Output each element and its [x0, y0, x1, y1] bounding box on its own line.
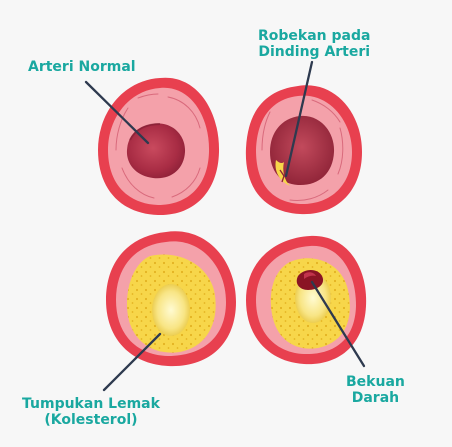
label-clot-line-1: Bekuan: [346, 374, 405, 390]
leader-lines: [84, 60, 366, 392]
artery-tear-crack: [279, 169, 285, 183]
label-tear-line-2: Dinding Arteri: [258, 44, 371, 60]
artery-tear-texture: [261, 99, 344, 201]
label-blood-clot: Bekuan Darah: [346, 374, 405, 406]
artery-tear-lumen: [270, 115, 335, 186]
label-fat-buildup: Tumpukan Lemak (Kolesterol): [22, 396, 160, 428]
artery-normal-texture: [115, 93, 201, 199]
leader-line-normal: [84, 80, 150, 145]
artery-plaque-lumen: [152, 284, 190, 336]
label-arterial-tear: Robekan pada Dinding Arteri: [258, 28, 370, 60]
artery-clot-blood: [296, 270, 324, 290]
leader-line-clot: [310, 280, 366, 368]
label-normal-line-1: Arteri Normal: [28, 59, 136, 75]
artery-clot: [246, 235, 367, 365]
label-normal-artery: Arteri Normal: [28, 59, 136, 75]
label-clot-line-2: Darah: [351, 390, 400, 406]
artery-clot-highlight: [304, 272, 316, 279]
label-fat-line-1: Tumpukan Lemak: [22, 396, 160, 412]
label-fat-line-2: (Kolesterol): [44, 412, 138, 428]
label-tear-line-1: Robekan pada: [258, 28, 371, 44]
leader-line-tear: [284, 60, 314, 178]
artery-normal-lumen-shadow: [129, 123, 161, 141]
artery-plaque: [106, 231, 236, 367]
leader-line-fat: [102, 332, 162, 392]
artery-tear: [245, 85, 362, 215]
artery-normal: [98, 77, 220, 216]
